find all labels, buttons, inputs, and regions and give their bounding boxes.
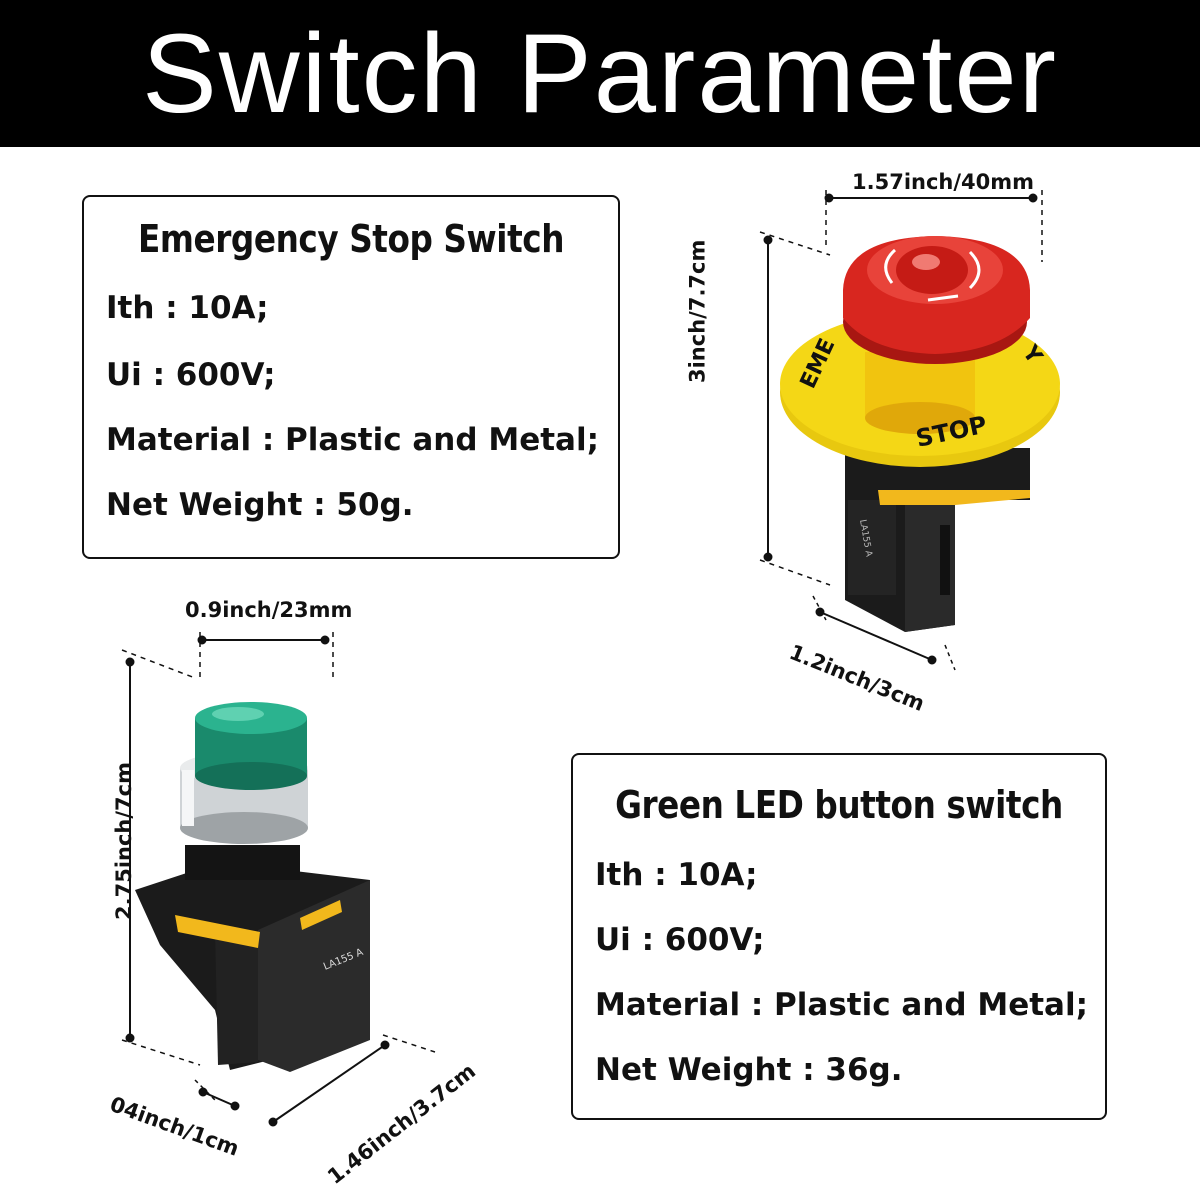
green-led-spec-ith: Ith : 10A; — [595, 857, 758, 893]
green-led-dimension-lines — [121, 632, 436, 1127]
green-led-title: Green LED button switch — [615, 783, 1063, 827]
emergency-stop-height-label: 3inch/7.7cm — [685, 239, 710, 383]
emergency-stop-spec-weight: Net Weight : 50g. — [106, 487, 414, 523]
green-led-body: LA155 A — [135, 845, 370, 1072]
emergency-stop-title: Emergency Stop Switch — [137, 217, 565, 261]
header-bar: Switch Parameter — [0, 0, 1200, 147]
emergency-stop-switch-image: LA155 A EME Y STOP — [759, 190, 1060, 671]
emergency-stop-body: LA155 A — [845, 448, 1030, 632]
green-led-spec-weight: Net Weight : 36g. — [595, 1052, 903, 1088]
emergency-stop-width-label: 1.57inch/40mm — [852, 170, 1035, 194]
green-led-switch-image: LA155 A — [121, 632, 436, 1127]
emergency-stop-spec-ith: Ith : 10A; — [106, 290, 269, 326]
page-title: Switch Parameter — [142, 11, 1058, 136]
green-led-width-label: 0.9inch/23mm — [185, 598, 353, 622]
green-led-height-label: 2.75inch/7cm — [112, 762, 136, 920]
green-led-spec-box: Green LED button switch Ith : 10A; Ui : … — [571, 753, 1107, 1120]
green-led-green-cap — [195, 702, 307, 790]
emergency-stop-spec-material: Material : Plastic and Metal; — [106, 422, 599, 458]
green-led-spec-ui: Ui : 600V; — [595, 922, 765, 958]
green-led-spec-material: Material : Plastic and Metal; — [595, 987, 1088, 1023]
emergency-stop-red-cap — [843, 236, 1030, 364]
emergency-stop-dimension-lines — [759, 190, 1043, 671]
emergency-stop-spec-ui: Ui : 600V; — [106, 357, 276, 393]
emergency-stop-spec-box: Emergency Stop Switch Ith : 10A; Ui : 60… — [82, 195, 620, 559]
